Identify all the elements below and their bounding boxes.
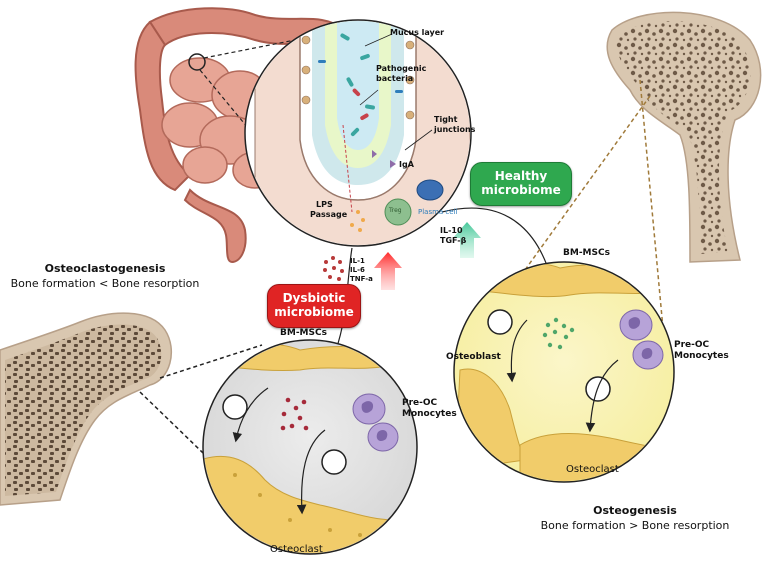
pathogenic-bacteria-label-2: bacteria [376, 74, 414, 83]
increase-arrow-green [453, 222, 481, 258]
tight-junctions-label-2: junctions [434, 125, 476, 134]
healthy-microbiome-badge: Healthy microbiome [470, 162, 572, 206]
tnfa-label: TNF-a [350, 275, 373, 283]
plasma-cell-label: Plasma cell [418, 208, 458, 216]
mucus-layer-label: Mucus layer [390, 28, 445, 37]
left-monocytes-label: Monocytes [402, 409, 457, 419]
il6-label: IL-6 [350, 266, 365, 274]
increase-arrow-red [374, 252, 402, 290]
healthy-badge-line1: Healthy [494, 169, 548, 183]
osteogenesis-circle [453, 261, 675, 483]
dysbiotic-microbiome-badge: Dysbiotic microbiome [267, 284, 361, 328]
il10-label: IL-10 [440, 226, 463, 235]
osteogenesis-subtitle: Bone formation > Bone resorption [540, 519, 730, 532]
left-osteoclast-label: Osteoclast [270, 544, 323, 555]
left-pre-oc-label: Pre-OC [402, 398, 438, 408]
il1-label: IL-1 [350, 257, 365, 265]
iga-label: IgA [399, 160, 414, 169]
dysbiotic-badge-line2: microbiome [274, 305, 354, 319]
lps-label-1: LPS [316, 200, 333, 209]
osteoporotic-bone-illustration [0, 312, 173, 506]
pathogenic-bacteria-label-1: Pathogenic [376, 64, 427, 73]
osteoclastogenesis-subtitle: Bone formation < Bone resorption [10, 277, 200, 290]
tight-junctions-label-1: Tight [434, 115, 458, 124]
osteoblast-label: Osteoblast [446, 352, 501, 362]
osteoclastogenesis-circle [202, 339, 418, 555]
osteoclastogenesis-title: Osteoclastogenesis [44, 262, 166, 275]
osteogenesis-title: Osteogenesis [593, 504, 677, 517]
right-pre-oc-label: Pre-OC [674, 340, 710, 350]
treg-label: Treg [389, 207, 402, 214]
left-bm-mscs-label: BM-MSCs [280, 328, 327, 338]
right-bm-mscs-label: BM-MSCs [563, 248, 610, 258]
proinflammatory-cytokines [323, 256, 344, 281]
right-osteoclast-label: Osteoclast [566, 464, 619, 475]
tgfb-label: TGF-β [440, 236, 467, 245]
dysbiotic-badge-line1: Dysbiotic [282, 291, 346, 305]
healthy-badge-line2: microbiome [481, 183, 561, 197]
right-monocytes-label: Monocytes [674, 351, 729, 361]
healthy-bone-illustration [606, 11, 762, 263]
villus-circle [244, 19, 472, 247]
lps-label-2: Passage [310, 210, 348, 219]
